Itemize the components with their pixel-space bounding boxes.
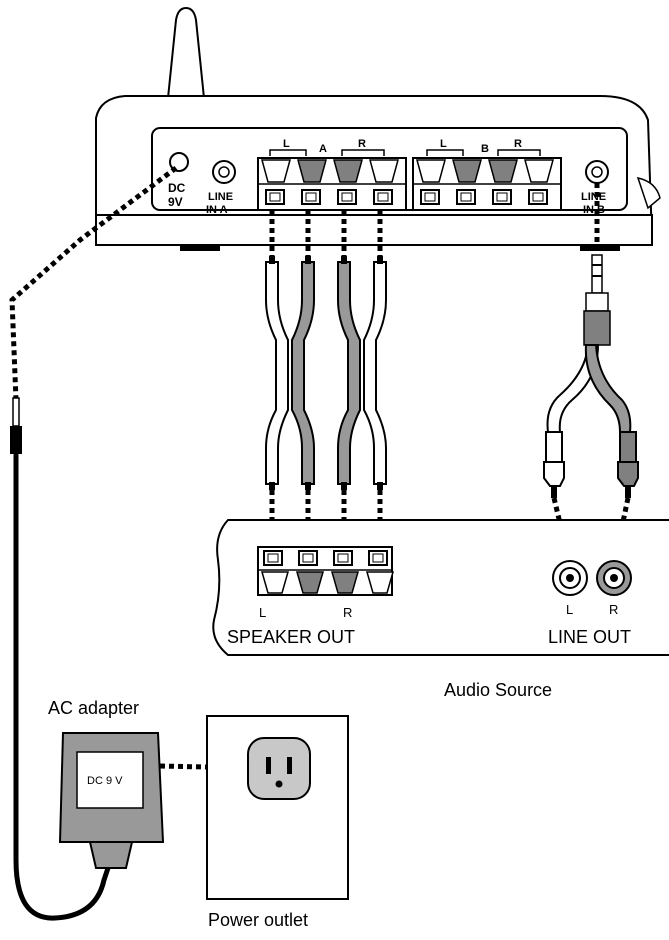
speaker-terminals-a: L A R [257,138,407,211]
line-y-cable [543,183,639,566]
outlet-socket [247,737,311,800]
device-foot-right [580,245,620,251]
line-out-label: LINE OUT [548,627,631,647]
y-cable-gray-branch [584,344,632,433]
audio-source-title: Audio Source [444,680,552,700]
outlet-ground-hole [275,780,283,788]
mini-plug-body [583,310,611,346]
ac-adapter-cord-relief [88,841,134,869]
mini-plug-collar [585,292,609,312]
terminal-a-right-label: R [358,138,366,150]
device-foot-left [180,245,220,251]
line-out-jacks: L R LINE OUT [548,560,632,647]
terminal-b-left-label: L [440,138,447,150]
device-base [95,214,653,246]
power-outlet [206,715,349,900]
dc-plug-body [10,426,22,454]
ac-adapter: DC 9 V [58,732,165,869]
ac-adapter-label-plate [76,751,144,809]
speaker-cable-left-gray [291,261,315,485]
outlet-slot-right [287,757,292,774]
receiver-device: DC 9V LINE IN A LINE IN B [95,6,661,251]
speaker-out-right-label: R [343,605,352,620]
line-in-b-sub-label: IN B [583,204,605,216]
speaker-out-label: SPEAKER OUT [227,627,355,647]
ac-adapter-title: AC adapter [48,698,139,718]
link-dc-jack [9,166,178,401]
line-out-left-label: L [566,602,573,617]
audio-source-device: L R SPEAKER OUT L R LINE OUT Audio Sourc… [212,519,669,700]
antenna [166,6,206,99]
power-outlet-title: Power outlet [208,910,308,930]
speaker-cables [265,210,387,550]
power-path: DC 9 V AC adapter Power outlet [9,166,349,930]
speaker-cable-right-white [363,261,387,485]
speaker-terminals-b: L B R [412,138,562,211]
terminal-a-left-label: L [283,138,290,150]
ac-adapter-face-label: DC 9 V [87,775,123,787]
housing-edge-curl [636,176,661,210]
mini-plug-tip [591,254,603,294]
line-out-right-label: R [609,602,618,617]
rca-plug-left [545,431,563,463]
speaker-out-left-label: L [259,605,266,620]
terminal-b-group-label: B [481,143,489,155]
speaker-out-terminal: L R SPEAKER OUT [227,546,394,647]
terminal-b-right-label: R [514,138,522,150]
terminal-a-group-label: A [319,143,327,155]
rca-plug-right [619,431,637,463]
line-in-a-jack-hole [218,166,230,178]
speaker-cable-left-white [265,261,289,485]
line-in-b-jack-hole [591,166,603,178]
dc-voltage-label: 9V [168,195,183,209]
speaker-cable-right-gray [337,261,361,485]
dc-label: DC [168,181,186,195]
line-in-a-sub-label: IN A [206,204,228,216]
line-in-b-label: LINE [581,191,606,203]
line-in-a-label: LINE [208,191,233,203]
dc-power-cord [13,454,113,921]
outlet-slot-left [266,757,271,774]
dc-plug-tip [12,397,20,427]
